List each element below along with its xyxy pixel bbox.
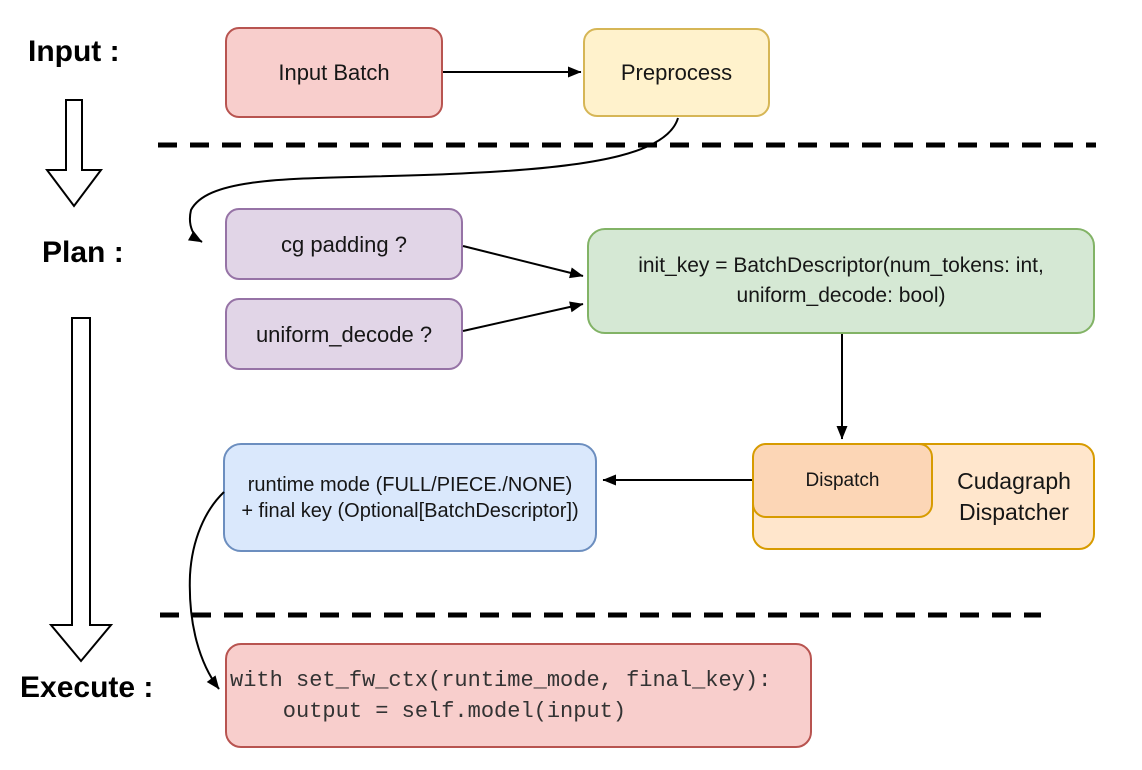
node-cg-padding: cg padding ? [225, 208, 463, 280]
node-dispatch-label: Dispatch [805, 470, 880, 491]
node-runtime-mode-line1: runtime mode (FULL/PIECE./NONE) [247, 473, 573, 496]
edge-runtime-mode-to-execute-code [188, 491, 225, 690]
stage-label-plan: Plan : [42, 236, 124, 269]
node-input-batch: Input Batch [225, 27, 443, 118]
node-uniform-decode-label: uniform_decode ? [255, 321, 433, 347]
node-uniform-decode: uniform_decode ? [225, 298, 463, 370]
stage-arrow-plan-to-execute-icon [48, 317, 114, 663]
node-execute-code: with set_fw_ctx(runtime_mode, final_key)… [225, 643, 812, 748]
node-input-batch-label: Input Batch [278, 60, 390, 85]
node-runtime-mode: runtime mode (FULL/PIECE./NONE) + final … [223, 443, 597, 552]
stage-label-input: Input : [28, 35, 120, 68]
code-line-1: with set_fw_ctx(runtime_mode, final_key)… [230, 667, 772, 693]
edge-uniform-decode-to-init-key [462, 301, 584, 332]
node-preprocess-label: Preprocess [620, 60, 733, 85]
node-init-key-line1: init_key = BatchDescriptor(num_tokens: i… [638, 254, 1044, 277]
node-runtime-mode-line2: + final key (Optional[BatchDescriptor]) [241, 499, 579, 522]
dispatcher-label-line2: Dispatcher [959, 498, 1069, 525]
edge-cg-padding-to-init-key [462, 245, 584, 279]
node-init-key: init_key = BatchDescriptor(num_tokens: i… [587, 228, 1095, 334]
code-line-2: output = self.model(input) [230, 698, 627, 724]
dispatcher-label-line1: Cudagraph [957, 467, 1071, 494]
node-dispatch: Dispatch [752, 443, 933, 518]
node-preprocess: Preprocess [583, 28, 770, 117]
node-init-key-line2: uniform_decode: bool) [736, 284, 946, 307]
stage-label-execute: Execute : [20, 671, 154, 704]
node-cg-padding-label: cg padding ? [281, 231, 407, 257]
node-cudagraph-dispatcher-label: Cudagraph Dispatcher [933, 443, 1095, 550]
stage-arrow-input-to-plan-icon [45, 99, 103, 208]
